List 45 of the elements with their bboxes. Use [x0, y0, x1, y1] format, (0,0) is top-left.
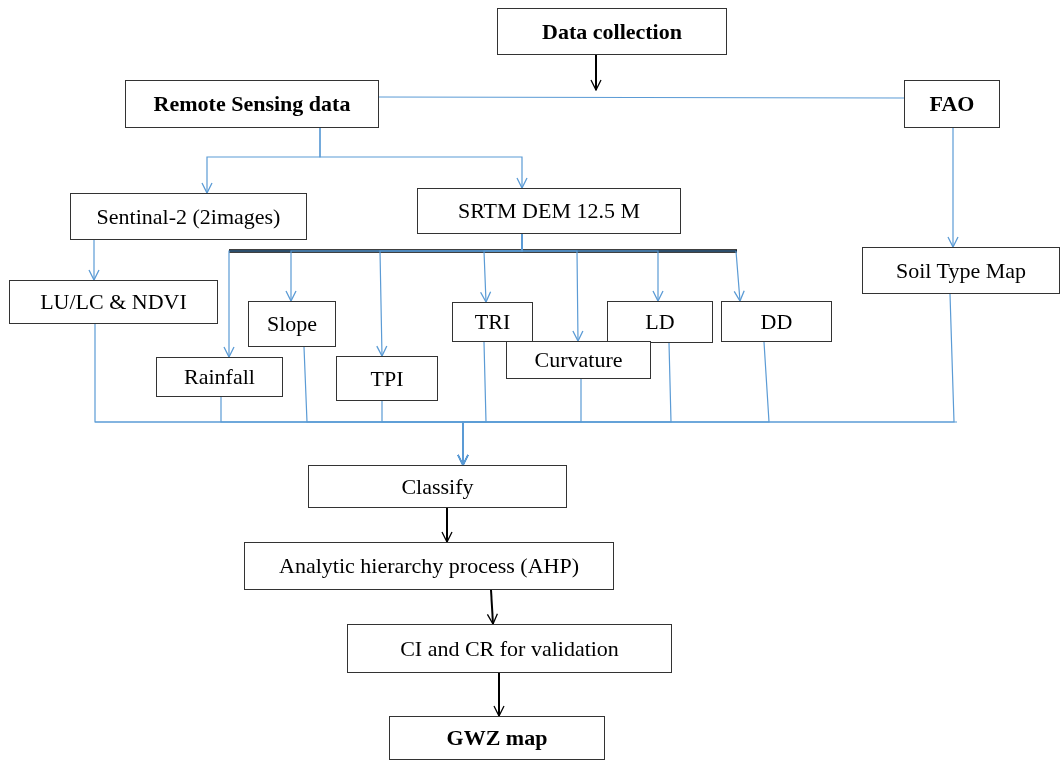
process-box — [862, 247, 1060, 294]
process-box — [607, 301, 713, 343]
arrow — [88, 239, 100, 281]
box-label: GWZ map — [446, 725, 548, 751]
box-label: TRI — [474, 309, 511, 335]
box-label: Data collection — [542, 18, 682, 45]
box-label: Remote Sensing data — [153, 91, 351, 117]
box-label: Slope — [266, 311, 318, 337]
arrow — [441, 507, 453, 543]
box-label: DD — [760, 308, 793, 335]
process-box — [506, 341, 651, 379]
process-box — [156, 357, 283, 397]
process-box — [417, 188, 681, 234]
box-label: Curvature — [534, 347, 623, 373]
process-box — [389, 716, 605, 760]
box-label: Sentinal-2 (2images) — [96, 203, 281, 230]
process-box — [904, 80, 1000, 128]
arrow — [319, 127, 528, 189]
box-label: TPI — [370, 365, 404, 392]
process-box — [336, 356, 438, 401]
process-box — [452, 302, 533, 342]
process-box — [248, 301, 336, 347]
process-box — [308, 465, 567, 508]
process-box — [347, 624, 672, 673]
process-box — [497, 8, 727, 55]
box-label: FAO — [929, 91, 975, 117]
box-label: LD — [645, 309, 675, 335]
box-label: Soil Type Map — [895, 257, 1027, 284]
box-label: Analytic hierarchy process (AHP) — [279, 553, 579, 579]
arrow — [947, 127, 959, 248]
process-box — [125, 80, 379, 128]
connector-line — [378, 96, 905, 99]
process-box — [70, 193, 307, 240]
box-label: SRTM DEM 12.5 M — [457, 198, 640, 224]
process-box — [9, 280, 218, 324]
box-label: Rainfall — [184, 364, 255, 390]
box-label: CI and CR for validation — [400, 635, 619, 662]
arrow — [493, 672, 505, 717]
box-label: Classify — [401, 473, 474, 500]
arrow — [457, 293, 955, 466]
box-label: LU/LC & NDVI — [40, 289, 187, 315]
arrow — [590, 54, 602, 91]
process-box — [244, 542, 614, 590]
process-box — [721, 301, 832, 342]
arrow — [486, 589, 499, 625]
